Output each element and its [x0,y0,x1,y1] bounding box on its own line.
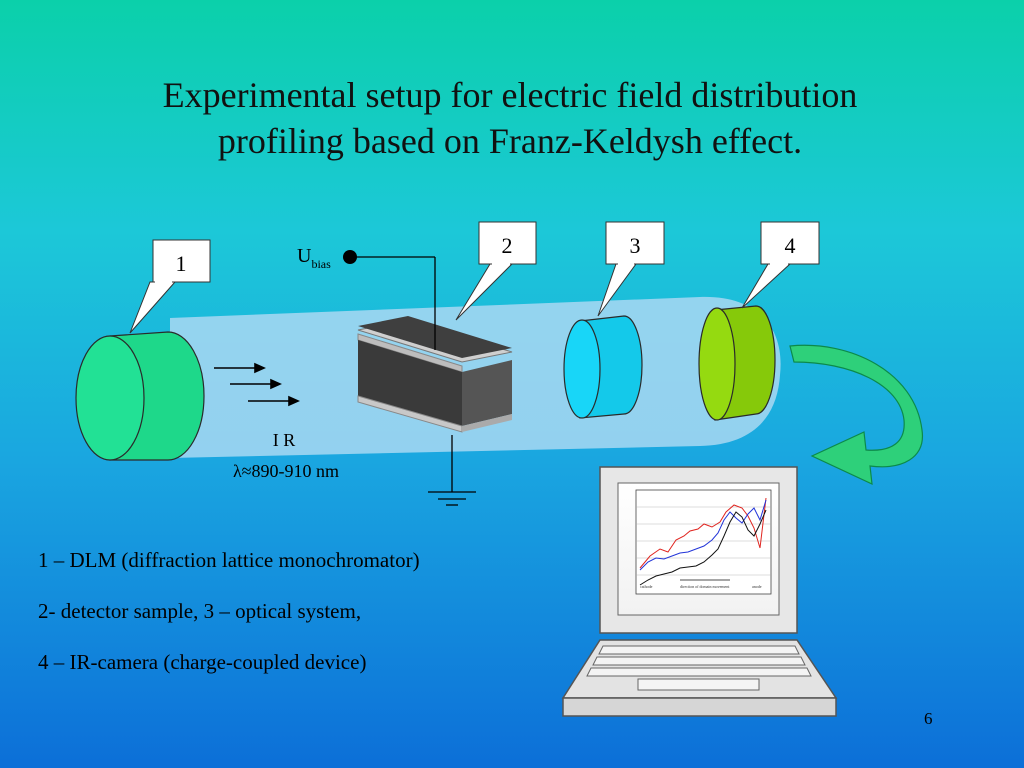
wavelength-label: λ≈890-910 nm [233,461,339,481]
title-line-2: profiling based on Franz-Keldysh effect. [217,121,803,161]
page-number: 6 [924,709,933,728]
optical-system [563,315,643,419]
title-line-1: Experimental setup for electric field di… [162,75,858,115]
ground-symbol [428,435,476,506]
svg-text:direction of domain movement: direction of domain movement [680,584,730,589]
callout-2-label: 2 [502,233,513,258]
plot-curve-blue [639,499,767,571]
callout-4-label: 4 [785,233,796,258]
screen-plot: cathode direction of domain movement ano… [635,489,772,595]
bias-label-sub: bias [311,257,331,271]
laptop-touchpad [637,678,760,691]
callout-3: 3 [597,221,665,317]
svg-text:anode: anode [752,584,762,589]
slide-title: Experimental setup for electric field di… [60,72,960,164]
svg-text:cathode: cathode [640,584,653,589]
monochromator-cylinder [75,331,205,461]
plot-curve-black [639,509,767,586]
plot-curve-red [639,497,767,569]
callout-3-label: 3 [630,233,641,258]
bias-wire [350,256,436,350]
signal-arrow [789,344,923,485]
legend-line-2: 2- detector sample, 3 – optical system, [38,599,362,623]
ir-camera [698,305,776,421]
bias-label: Ubias [297,245,331,271]
callout-4: 4 [741,221,820,309]
laptop-keyboard [586,645,812,677]
legend-line-1: 1 – DLM (diffraction lattice monochromat… [38,548,420,572]
ir-label: I R [273,430,296,450]
callout-1: 1 [129,239,211,334]
callout-1-label: 1 [176,251,187,276]
bias-label-main: U [297,245,312,267]
callout-2: 2 [455,221,537,321]
bias-terminal [343,250,357,264]
legend-line-3: 4 – IR-camera (charge-coupled device) [38,650,367,674]
ir-arrows [214,362,300,407]
laptop: cathode direction of domain movement ano… [561,466,838,717]
laptop-front [562,697,837,717]
